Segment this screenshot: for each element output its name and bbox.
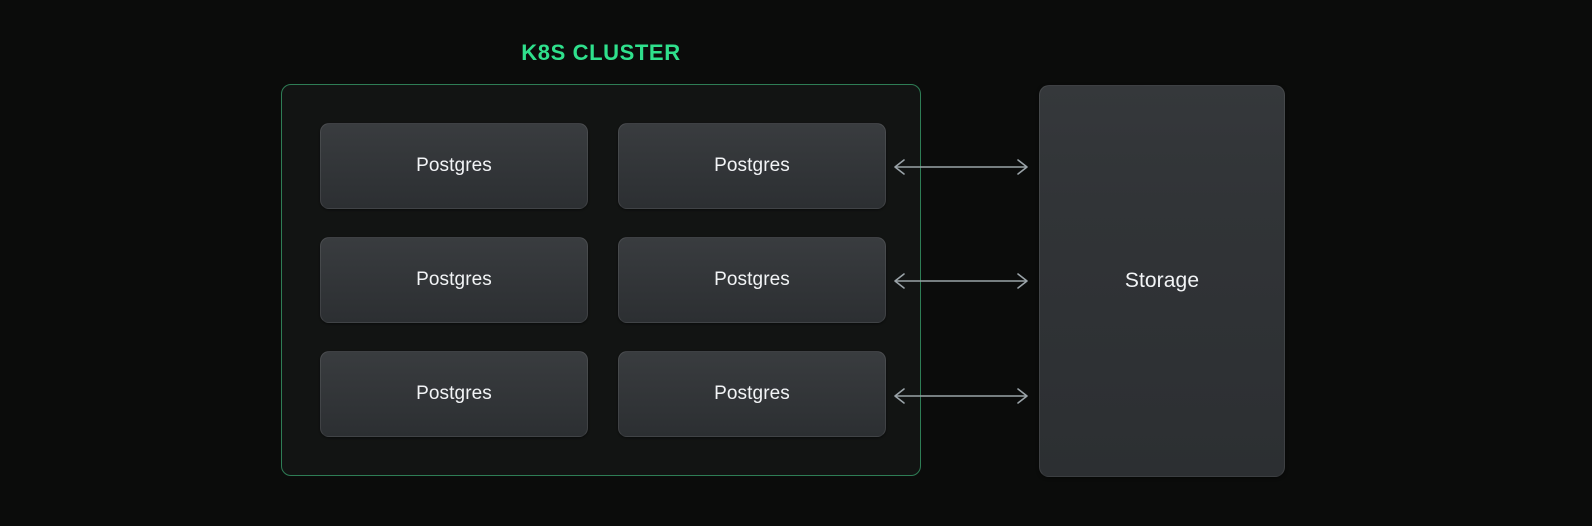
pod-node[interactable]: Postgres [618, 237, 886, 323]
storage-node[interactable]: Storage [1039, 85, 1285, 477]
connector-arrow-row-3 [888, 384, 1034, 408]
pod-label: Postgres [714, 155, 790, 176]
pod-label: Postgres [714, 269, 790, 290]
pod-label: Postgres [416, 155, 492, 176]
pod-grid: Postgres Postgres Postgres Postgres Post… [320, 123, 886, 443]
connector-arrow-row-1 [888, 155, 1034, 179]
pod-label: Postgres [416, 269, 492, 290]
cluster-title: K8S CLUSTER [521, 40, 681, 65]
connector-arrow-row-2 [888, 269, 1034, 293]
pod-label: Postgres [416, 383, 492, 404]
storage-label: Storage [1124, 269, 1200, 292]
pod-node[interactable]: Postgres [320, 123, 588, 209]
pod-node[interactable]: Postgres [618, 351, 886, 437]
pod-node[interactable]: Postgres [320, 351, 588, 437]
k8s-cluster-boundary: Postgres Postgres Postgres Postgres Post… [281, 84, 921, 476]
pod-node[interactable]: Postgres [618, 123, 886, 209]
pod-node[interactable]: Postgres [320, 237, 588, 323]
pod-label: Postgres [714, 383, 790, 404]
